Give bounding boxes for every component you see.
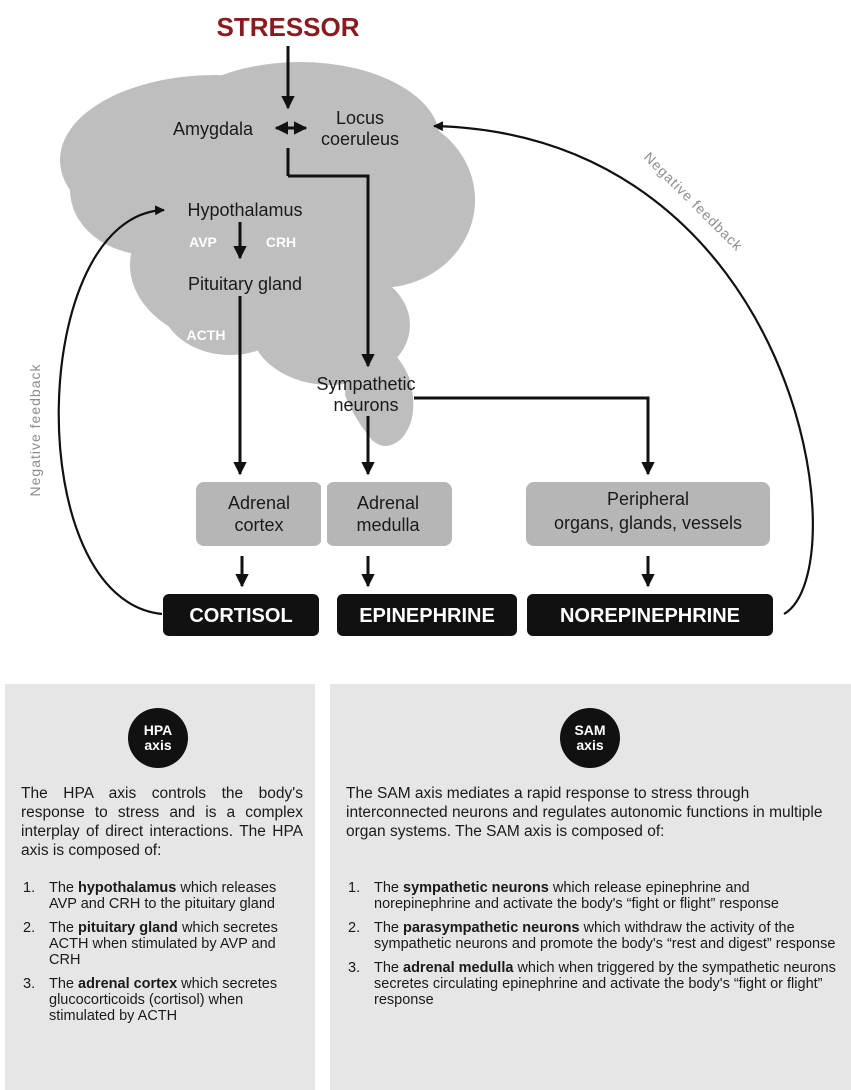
item-number: 1. <box>23 880 36 896</box>
box-divider <box>321 482 327 546</box>
item-number: 2. <box>23 920 36 936</box>
item-term: adrenal medulla <box>403 960 514 976</box>
norepinephrine-box <box>527 594 773 636</box>
list-item: 2. The pituitary gland which secretes AC… <box>23 920 278 968</box>
locus-label-line2: coeruleus <box>321 129 399 149</box>
epinephrine-label: EPINEPHRINE <box>359 605 495 627</box>
locus-label-line1: Locus <box>336 108 384 128</box>
amygdala-label: Amygdala <box>173 119 254 139</box>
peripheral-label-line1: Peripheral <box>607 489 689 509</box>
sympathetic-to-peripheral-arrow <box>414 396 655 476</box>
sam-component-list: 1. The sympathetic neurons which release… <box>346 880 842 1016</box>
limbic-branch-line <box>286 148 368 366</box>
feedback-curves <box>57 121 814 616</box>
avp-label: AVP <box>189 234 217 250</box>
item-number: 1. <box>348 880 361 896</box>
item-number: 3. <box>23 976 36 992</box>
sympathetic-label-line1: Sympathetic <box>316 374 415 394</box>
hpa-component-list: 1. The hypothalamus which releases AVP a… <box>21 880 301 1032</box>
peripheral-label-line2: organs, glands, vessels <box>554 513 742 533</box>
stressor-title: STRESSOR <box>216 12 359 42</box>
hpa-badge-line1: HPA <box>143 722 173 738</box>
connectors <box>233 46 655 588</box>
hpa-panel: HPA axis The HPA axis controls the body'… <box>5 684 315 1090</box>
adrenal-cortex-label-line2: cortex <box>234 515 283 535</box>
pituitary-label: Pituitary gland <box>188 274 302 294</box>
item-term: sympathetic neurons <box>403 880 549 896</box>
stress-response-diagram: STRESSOR Negative feedback Negative feed… <box>27 12 814 636</box>
item-number: 3. <box>348 960 361 976</box>
acth-label: ACTH <box>187 327 226 343</box>
sam-axis-badge: SAM axis <box>560 708 620 768</box>
sam-panel: SAM axis The SAM axis mediates a rapid r… <box>330 684 851 1090</box>
brain-shape <box>60 62 475 446</box>
sam-intro-text: The SAM axis mediates a rapid response t… <box>346 785 823 840</box>
peripheral-box <box>526 482 770 546</box>
item-term: pituitary gland <box>78 920 178 936</box>
left-feedback-curve <box>57 205 165 616</box>
adrenal-medulla-box <box>326 482 452 546</box>
sympathetic-label-line2: neurons <box>333 395 398 415</box>
adrenal-cortex-box <box>196 482 322 546</box>
list-item: 1. The hypothalamus which releases AVP a… <box>23 880 277 912</box>
list-item: 3. The adrenal cortex which secretes glu… <box>23 976 278 1024</box>
left-feedback-label: Negative feedback <box>27 364 43 497</box>
list-item: 3. The adrenal medulla which when trigge… <box>348 960 836 1008</box>
item-number: 2. <box>348 920 361 936</box>
item-term: hypothalamus <box>78 880 177 896</box>
item-term: parasympathetic neurons <box>403 920 580 936</box>
epinephrine-box <box>337 594 517 636</box>
list-item: 2. The parasympathetic neurons which wit… <box>348 920 836 952</box>
list-item: 1. The sympathetic neurons which release… <box>348 880 779 912</box>
norepinephrine-label: NOREPINEPHRINE <box>560 605 740 627</box>
hpa-intro-text: The HPA axis controls the body's respons… <box>21 785 303 859</box>
adrenal-medulla-label-line2: medulla <box>356 515 420 535</box>
cortisol-box <box>163 594 319 636</box>
adrenal-cortex-label-line1: Adrenal <box>228 493 290 513</box>
item-term: adrenal cortex <box>78 976 178 992</box>
adrenal-medulla-label-line1: Adrenal <box>357 493 419 513</box>
crh-label: CRH <box>266 234 296 250</box>
hpa-axis-badge: HPA axis <box>128 708 188 768</box>
right-feedback-curve <box>433 121 814 615</box>
sam-badge-line2: axis <box>576 737 604 753</box>
hpa-badge-line2: axis <box>144 737 172 753</box>
hypothalamus-label: Hypothalamus <box>187 200 302 220</box>
cortisol-label: CORTISOL <box>189 605 292 627</box>
sam-badge-line1: SAM <box>574 722 606 738</box>
